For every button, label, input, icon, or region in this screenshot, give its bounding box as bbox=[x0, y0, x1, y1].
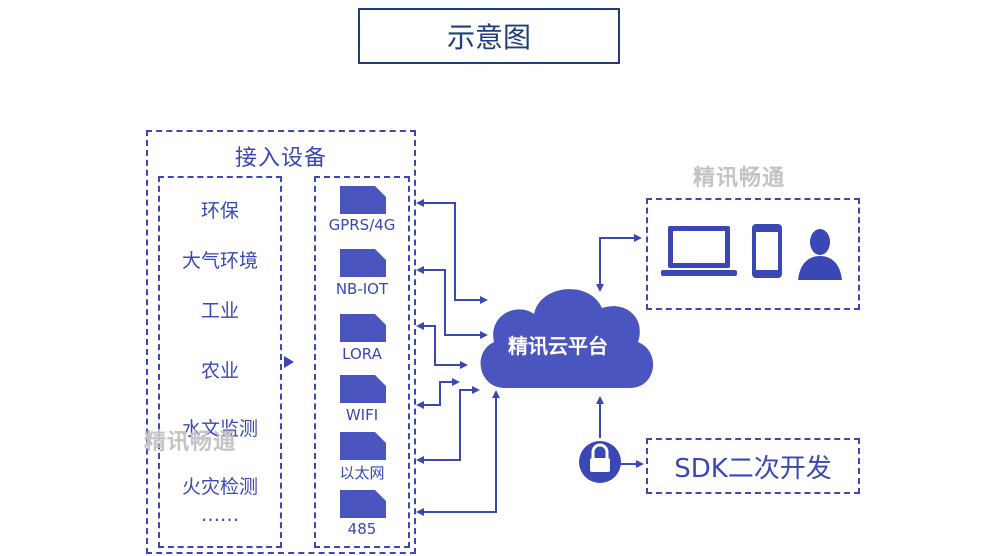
watermark-text: 精讯畅通 bbox=[144, 430, 237, 455]
device-card-icon bbox=[340, 186, 386, 214]
sdk-box: SDK二次开发 bbox=[646, 438, 860, 494]
arrow-right-icon bbox=[284, 356, 294, 368]
connector-line bbox=[596, 234, 642, 292]
category-item: 工业 bbox=[200, 300, 239, 322]
connector-line bbox=[416, 322, 468, 369]
category-item: 水文监测 bbox=[181, 418, 258, 440]
terminals-group bbox=[646, 198, 860, 310]
user-icon bbox=[798, 229, 842, 280]
device-card-icon bbox=[340, 314, 386, 342]
device-label: NB-IOT bbox=[335, 280, 389, 298]
cloud-platform-label: 精讯云平台 bbox=[508, 334, 608, 358]
category-item: 农业 bbox=[200, 360, 239, 382]
device-card-icon bbox=[340, 490, 386, 518]
device-label: 485 bbox=[347, 520, 377, 538]
connector-line bbox=[416, 199, 488, 304]
device-card-icon bbox=[340, 249, 386, 277]
phone-icon bbox=[752, 224, 782, 278]
category-item: 火灾检测 bbox=[181, 476, 258, 498]
category-list-box bbox=[158, 176, 282, 548]
device-card-icon bbox=[340, 432, 386, 460]
diagram-title-box: 示意图 bbox=[358, 8, 620, 64]
cloud-shape bbox=[480, 289, 654, 388]
diagram-title: 示意图 bbox=[446, 21, 531, 54]
device-label: GPRS/4G bbox=[328, 216, 396, 234]
category-item: 大气环境 bbox=[181, 250, 258, 272]
device-list-box bbox=[314, 176, 410, 548]
device-label: LORA bbox=[342, 345, 382, 363]
device-label: 以太网 bbox=[339, 464, 385, 482]
lock-icon bbox=[579, 441, 621, 483]
category-item: 环保 bbox=[200, 200, 239, 222]
watermark-text: 精讯畅通 bbox=[693, 166, 786, 191]
category-ellipsis: …… bbox=[201, 504, 239, 526]
device-label: WIFI bbox=[345, 406, 379, 424]
laptop-icon bbox=[661, 226, 737, 276]
connector-line bbox=[416, 378, 460, 409]
connector-line bbox=[416, 390, 500, 516]
access-devices-group bbox=[146, 130, 416, 554]
access-devices-heading: 接入设备 bbox=[234, 146, 327, 171]
device-card-icon bbox=[340, 375, 386, 403]
connector-line bbox=[416, 386, 480, 464]
sdk-label: SDK二次开发 bbox=[674, 453, 832, 484]
